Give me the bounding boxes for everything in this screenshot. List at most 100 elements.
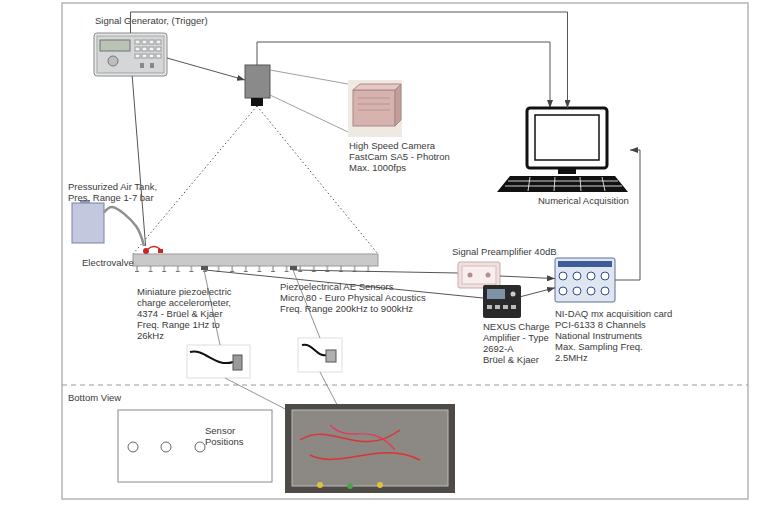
photo-wire bbox=[330, 425, 395, 450]
preamp-case bbox=[458, 262, 500, 288]
test-plate bbox=[133, 254, 378, 266]
label-group: Electrovalve bbox=[82, 257, 134, 268]
signal-preamplifier: Signal Preamplifier 40dB bbox=[458, 262, 500, 288]
device-label: Signal Preamplifier 40dB bbox=[452, 246, 557, 257]
acquisition-card-picture bbox=[555, 258, 615, 302]
camera-side bbox=[395, 84, 401, 126]
photo-clip bbox=[377, 482, 383, 488]
photo-background bbox=[348, 80, 402, 137]
ae-sensor-mount bbox=[290, 266, 297, 270]
device-label: Piezoelectrical AE Sensors bbox=[280, 281, 426, 292]
electrovalve: Electrovalve bbox=[140, 246, 152, 256]
valve-arm bbox=[148, 247, 160, 250]
ae-sensor-picture bbox=[298, 338, 342, 372]
generator-key bbox=[142, 40, 147, 44]
acquisition-card: NI-DAQ mx acquisition cardPCI-6133 8 Cha… bbox=[555, 258, 615, 302]
key-column bbox=[554, 177, 555, 191]
view-separator bbox=[62, 385, 748, 386]
camera-vent bbox=[358, 104, 390, 105]
charge-amplifier-picture bbox=[483, 285, 521, 318]
signal-generator-picture bbox=[94, 33, 167, 76]
device-label: Miniature piezoelectric charge accelerom… bbox=[137, 286, 237, 308]
view-title: Bottom View bbox=[68, 392, 121, 403]
generator-key bbox=[142, 47, 147, 51]
plate-photo bbox=[285, 404, 455, 493]
high-speed-camera-picture bbox=[348, 80, 402, 137]
signal-wire bbox=[615, 150, 640, 280]
generator-key bbox=[135, 54, 140, 58]
device-label: PCI-6133 8 Channels bbox=[555, 319, 672, 330]
ae-sensor-body bbox=[326, 350, 336, 362]
sensor-row bbox=[135, 266, 377, 273]
charge-amplifier: NEXUS Charge Amplifier - Type 2692-ABrüe… bbox=[483, 285, 521, 318]
accelerometer-cable bbox=[190, 351, 233, 363]
nexus-button bbox=[495, 305, 500, 309]
air-hose bbox=[104, 207, 144, 246]
daq-case bbox=[555, 258, 615, 302]
label-group: High Speed CameraFastCam SA5 - PhotronMa… bbox=[349, 140, 450, 173]
key-column bbox=[602, 177, 605, 191]
preamp-connector bbox=[468, 273, 473, 278]
leader-line bbox=[270, 95, 348, 132]
daq-channel bbox=[559, 272, 567, 280]
daq-channel bbox=[587, 287, 595, 295]
generator-socket bbox=[140, 63, 144, 68]
generator-key bbox=[149, 47, 154, 51]
device-label: Freq. Range 1Hz to 26kHz bbox=[137, 319, 237, 341]
high-speed-camera: High Speed CameraFastCam SA5 - PhotronMa… bbox=[348, 80, 402, 137]
daq-channel bbox=[559, 287, 567, 295]
generator-key bbox=[156, 54, 161, 58]
nexus-knob bbox=[511, 292, 516, 297]
device-label: Numerical Acquisition bbox=[538, 195, 629, 206]
generator-key bbox=[149, 40, 154, 44]
generator-panel bbox=[97, 36, 164, 73]
label-group: Miniature piezoelectric charge accelerom… bbox=[137, 286, 237, 341]
generator-key bbox=[149, 54, 154, 58]
generator-key bbox=[135, 47, 140, 51]
key-column bbox=[528, 177, 530, 191]
daq-channel bbox=[601, 287, 609, 295]
photo-clip bbox=[317, 482, 323, 488]
ae-sensor: Piezoelectrical AE SensorsMicro 80 - Eur… bbox=[298, 338, 342, 372]
ae-sensor-cable bbox=[302, 345, 326, 356]
computer: Numerical Acquisition bbox=[505, 108, 630, 192]
device-label: Pressurized Air Tank, bbox=[68, 181, 157, 192]
photo-plate bbox=[292, 410, 448, 486]
nexus-display bbox=[487, 289, 505, 299]
camera-box bbox=[245, 65, 270, 98]
device-label: Max. Sampling Freq. 2.5MHz bbox=[555, 341, 655, 363]
photo-clip bbox=[347, 483, 353, 489]
device-label: NI-DAQ mx acquisition card bbox=[555, 308, 672, 319]
air-tank bbox=[72, 203, 104, 243]
signal-wire bbox=[521, 288, 555, 297]
accelerometer-body bbox=[233, 355, 242, 370]
camera-vent bbox=[358, 110, 390, 111]
signal-wire bbox=[131, 12, 568, 108]
signal-wire bbox=[132, 76, 145, 246]
air-tank: Pressurized Air Tank,Pres. Range 1-7 bar bbox=[72, 203, 104, 243]
camera-body bbox=[353, 90, 395, 126]
daq-channel bbox=[601, 272, 609, 280]
plate-outline bbox=[118, 410, 272, 482]
signal-wire bbox=[500, 276, 555, 279]
sensor-position bbox=[128, 442, 138, 452]
preamp-face bbox=[462, 266, 496, 284]
device-label: FastCam SA5 - Photron bbox=[349, 151, 450, 162]
photo-background bbox=[298, 338, 342, 372]
daq-strip bbox=[558, 261, 612, 267]
label-group: NEXUS Charge Amplifier - Type 2692-ABrüe… bbox=[483, 321, 563, 365]
label-group: Piezoelectrical AE SensorsMicro 80 - Eur… bbox=[280, 281, 426, 314]
camera-lens bbox=[251, 98, 263, 106]
valve-outlet bbox=[158, 249, 163, 253]
device-label: 4374 - Brüel & Kjaer bbox=[137, 308, 237, 319]
nexus-button bbox=[487, 305, 492, 309]
accelerometer-picture bbox=[187, 345, 250, 378]
monitor-stand bbox=[558, 168, 576, 174]
nexus-case bbox=[483, 285, 521, 318]
field-of-view-line bbox=[133, 106, 257, 254]
monitor bbox=[527, 108, 607, 168]
key-row bbox=[505, 186, 622, 187]
generator-display bbox=[100, 40, 130, 51]
